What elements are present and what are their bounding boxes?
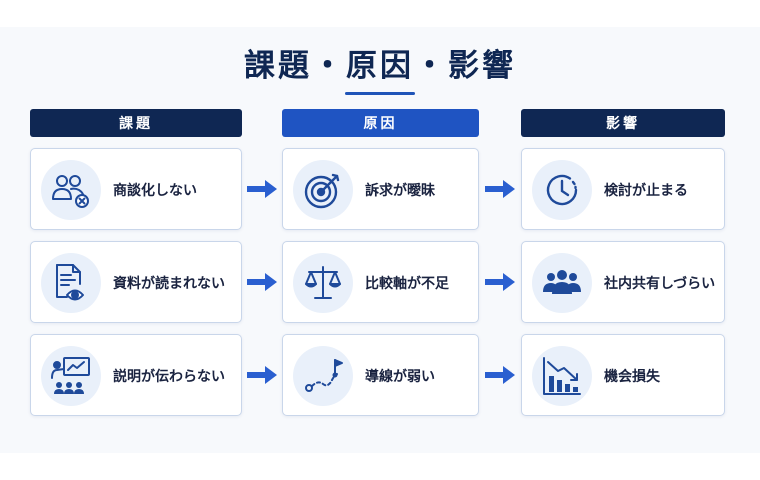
problem-card-2: 資料が読まれない bbox=[30, 241, 242, 323]
chart-down-icon bbox=[532, 346, 592, 406]
impact-card-1: 検討が止まる bbox=[521, 148, 725, 230]
users-x-icon bbox=[41, 160, 101, 220]
cause-label-2: 比較軸が不足 bbox=[365, 276, 449, 292]
arrow-right-icon bbox=[247, 366, 277, 384]
title-underline bbox=[345, 92, 415, 95]
cause-card-1: 訴求が曖昧 bbox=[282, 148, 479, 230]
clock-icon bbox=[532, 160, 592, 220]
header-cause: 原因 bbox=[282, 109, 479, 137]
impact-card-3: 機会損失 bbox=[521, 334, 725, 416]
group-icon bbox=[532, 253, 592, 313]
scale-icon bbox=[293, 253, 353, 313]
impact-label-2: 社内共有しづらい bbox=[604, 276, 716, 292]
problem-card-1: 商談化しない bbox=[30, 148, 242, 230]
page-title: 課題・原因・影響 bbox=[244, 48, 516, 84]
cause-label-1: 訴求が曖昧 bbox=[365, 183, 435, 199]
arrow-right-icon bbox=[485, 180, 515, 198]
arrow-right-icon bbox=[485, 273, 515, 291]
header-impact: 影響 bbox=[521, 109, 725, 137]
impact-card-2: 社内共有しづらい bbox=[521, 241, 725, 323]
problem-label-3: 説明が伝わらない bbox=[113, 369, 225, 385]
problem-label-1: 商談化しない bbox=[113, 183, 197, 199]
cause-label-3: 導線が弱い bbox=[365, 369, 435, 385]
path-flag-icon bbox=[293, 346, 353, 406]
document-eye-icon bbox=[41, 253, 101, 313]
cause-card-2: 比較軸が不足 bbox=[282, 241, 479, 323]
presentation-icon bbox=[41, 346, 101, 406]
target-icon bbox=[293, 160, 353, 220]
header-problem: 課題 bbox=[30, 109, 242, 137]
problem-label-2: 資料が読まれない bbox=[113, 276, 225, 292]
arrow-right-icon bbox=[485, 366, 515, 384]
cause-card-3: 導線が弱い bbox=[282, 334, 479, 416]
problem-card-3: 説明が伝わらない bbox=[30, 334, 242, 416]
impact-label-1: 検討が止まる bbox=[604, 183, 688, 199]
impact-label-3: 機会損失 bbox=[604, 369, 660, 385]
arrow-right-icon bbox=[247, 273, 277, 291]
arrow-right-icon bbox=[247, 180, 277, 198]
